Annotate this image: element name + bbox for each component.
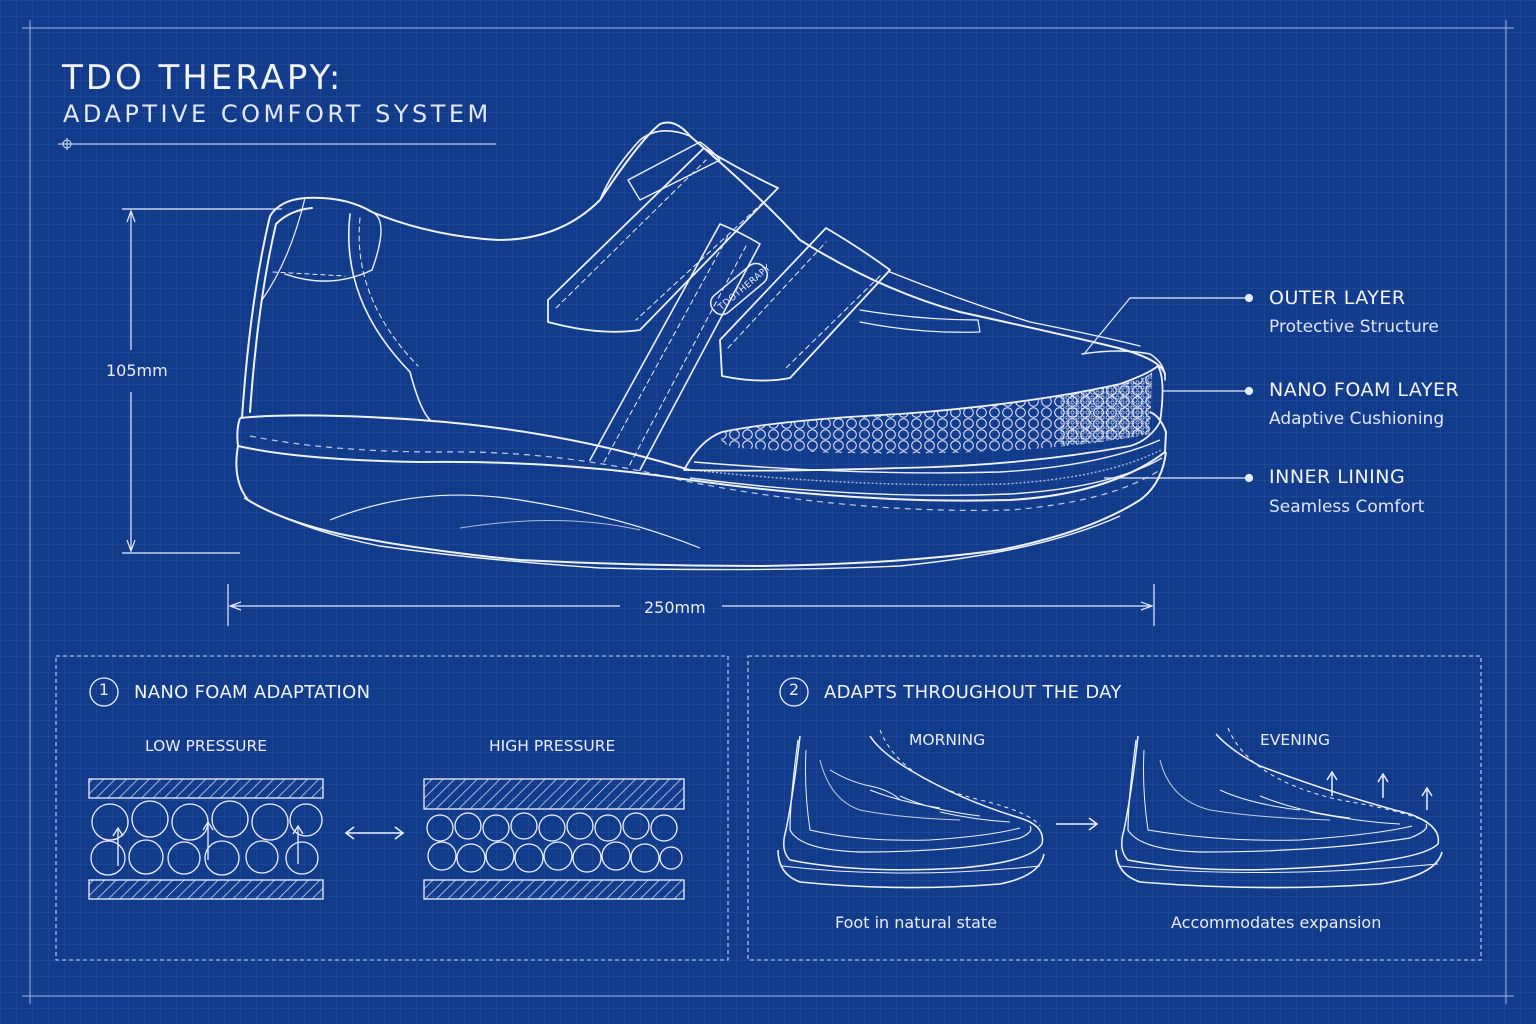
frame-border — [22, 20, 1514, 1004]
outer-layer-title: OUTER LAYER — [1269, 287, 1406, 309]
arrow-right — [1056, 817, 1099, 831]
page-title: TDO THERAPY: — [62, 58, 344, 98]
morning-caption: Foot in natural state — [835, 913, 998, 932]
panel-number-badges — [89, 677, 809, 707]
height-dimension-label: 105mm — [106, 361, 168, 380]
evening-foot-diagram — [1115, 727, 1443, 889]
title-underline — [58, 138, 496, 150]
panel-1-number: 1 — [98, 680, 110, 699]
evening-caption: Accommodates expansion — [1171, 913, 1382, 932]
panel-frames — [55, 655, 1482, 961]
nano-foam-layer-title: NANO FOAM LAYER — [1269, 379, 1460, 401]
low-pressure-foam-diagram — [88, 778, 324, 900]
panel-1-title: NANO FOAM ADAPTATION — [134, 682, 371, 703]
panel-2-number: 2 — [788, 680, 800, 699]
shoe-sole — [235, 411, 1167, 571]
low-pressure-label: LOW PRESSURE — [145, 737, 268, 755]
length-dimension-line — [227, 584, 1155, 626]
layer-leader-lines — [1083, 293, 1254, 483]
panel-2-title: ADAPTS THROUGHOUT THE DAY — [824, 682, 1122, 703]
outer-layer-description: Protective Structure — [1269, 317, 1439, 337]
high-pressure-foam-diagram — [423, 778, 685, 900]
double-arrow — [344, 826, 405, 840]
evening-label: EVENING — [1260, 731, 1330, 749]
height-dimension-line — [122, 208, 282, 554]
high-pressure-label: HIGH PRESSURE — [489, 737, 616, 755]
morning-foot-diagram — [777, 729, 1045, 889]
page-subtitle: ADAPTIVE COMFORT SYSTEM — [63, 100, 492, 128]
nano-foam-layer-description: Adaptive Cushioning — [1269, 409, 1445, 429]
morning-label: MORNING — [909, 731, 986, 749]
length-dimension-label: 250mm — [644, 598, 706, 617]
inner-lining-description: Seamless Comfort — [1269, 497, 1425, 517]
inner-lining-stripe — [689, 439, 1163, 496]
inner-lining-title: INNER LINING — [1269, 466, 1406, 488]
